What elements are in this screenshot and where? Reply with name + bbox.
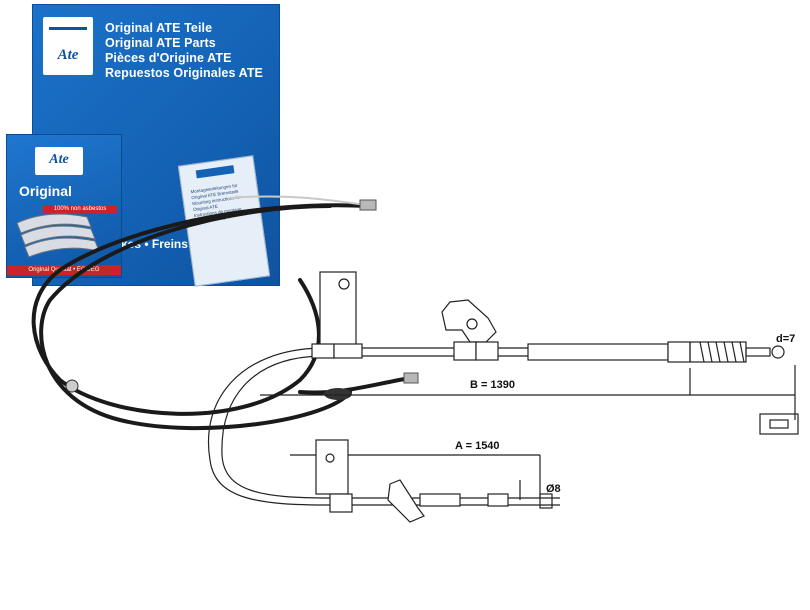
dim-a-label: A = 1540: [455, 440, 500, 452]
drawing-sleeve: [527, 343, 669, 361]
cable-eyelet: [65, 379, 79, 393]
drawing-cable-loop: [208, 347, 331, 506]
cable-loop-2: [39, 204, 352, 431]
drawing-bracket-3: [315, 439, 349, 495]
asbestos-label: 100% non asbestos: [43, 205, 117, 213]
dim-d-label: d=7: [776, 333, 795, 345]
ece-label: Original Qualität • ECE/EG: [7, 265, 121, 275]
drawing-lever: [387, 479, 425, 523]
original-label: Original: [19, 183, 72, 199]
cable-grommet: [324, 388, 352, 400]
ate-small-logo-icon: Ate: [35, 147, 83, 175]
box-line-2: Original ATE Parts: [105, 36, 216, 50]
drawing-end-detail: [759, 413, 799, 435]
box-line-1: Original ATE Teile: [105, 21, 213, 35]
ate-logo-icon: Ate: [43, 17, 93, 75]
box-line-4: Repuestos Originales ATE: [105, 66, 263, 80]
cable-end-fitting-1: [359, 199, 377, 211]
drawing-spring: [699, 341, 745, 363]
dim-b-label: B = 1390: [470, 379, 515, 391]
drawing-bracket-2: [441, 299, 497, 343]
cable-loop: [31, 203, 370, 416]
drawing-bracket-1: [319, 271, 357, 347]
cable-end: [298, 376, 412, 395]
ate-brake-pad-box: Ate Original 100% non asbestos Original …: [6, 134, 122, 278]
dim-diameter-label: Ø8: [546, 483, 561, 495]
cable-end-fitting-2: [403, 372, 419, 384]
box-line-3: Pièces d'Origine ATE: [105, 51, 232, 65]
box-title-lines: Original ATE Teile Original ATE Parts Pi…: [105, 21, 263, 81]
brake-pads-illustration: [16, 213, 100, 258]
